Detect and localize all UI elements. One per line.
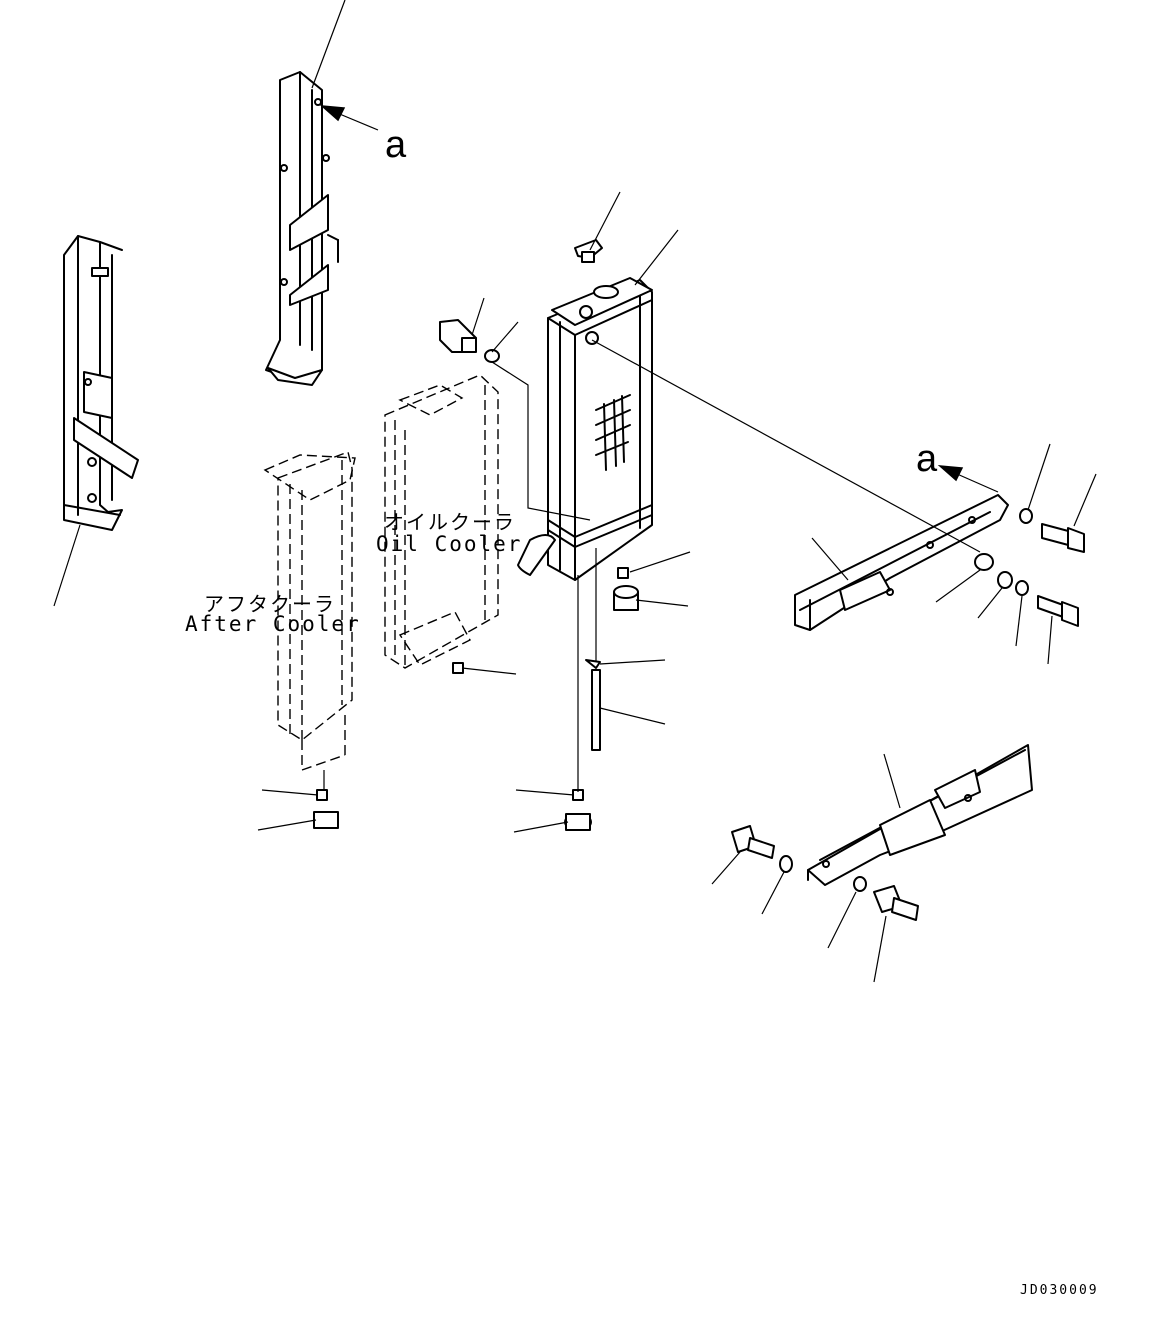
right-lower-washer-2 — [853, 876, 867, 892]
radiator — [517, 277, 653, 581]
oil-cooler-label-jp: オイルクーラ — [384, 510, 516, 534]
upper-cushion — [613, 585, 639, 611]
drain-valve — [439, 319, 477, 353]
right-upper-washer-1 — [997, 571, 1013, 589]
after-cooler-phantom — [263, 451, 356, 771]
radiator-cushion — [564, 813, 592, 831]
right-upper-washer-3 — [1019, 508, 1033, 524]
view-a-label-right: a — [916, 438, 938, 480]
right-lower-washer-1 — [779, 855, 793, 873]
right-lower-bolt-1 — [731, 825, 775, 859]
view-a-arrow-top — [319, 105, 379, 131]
left-side-bracket — [63, 235, 139, 531]
leader-lines — [53, 0, 1097, 983]
right-lower-bolt-2 — [873, 885, 919, 921]
oil-cooler-phantom — [384, 374, 499, 669]
radiator-cap — [574, 239, 603, 263]
upper-nut — [617, 567, 629, 579]
oil-cooler-nut — [452, 662, 464, 674]
right-upper-washer-large — [974, 553, 994, 571]
drawing-code: JD030009 — [1020, 1283, 1099, 1298]
hose-pipe — [591, 669, 601, 751]
right-upper-bolt-2 — [1037, 595, 1079, 627]
after-cooler-label-en: After Cooler — [185, 612, 361, 636]
after-cooler-label-jp: アフタクーラ — [204, 592, 336, 616]
view-a-arrow-right — [937, 465, 999, 493]
upper-column-bracket — [265, 71, 339, 386]
clip — [585, 659, 601, 669]
oil-cooler-label-en: Oil Cooler — [376, 532, 523, 556]
right-upper-washer-2 — [1015, 580, 1029, 596]
right-lower-bracket — [807, 744, 1033, 886]
view-a-label-top: a — [385, 124, 407, 166]
after-cooler-cushion — [313, 811, 339, 829]
after-cooler-nut — [316, 789, 328, 801]
right-upper-bolt-1 — [1041, 523, 1085, 553]
right-upper-bracket — [794, 494, 1009, 631]
